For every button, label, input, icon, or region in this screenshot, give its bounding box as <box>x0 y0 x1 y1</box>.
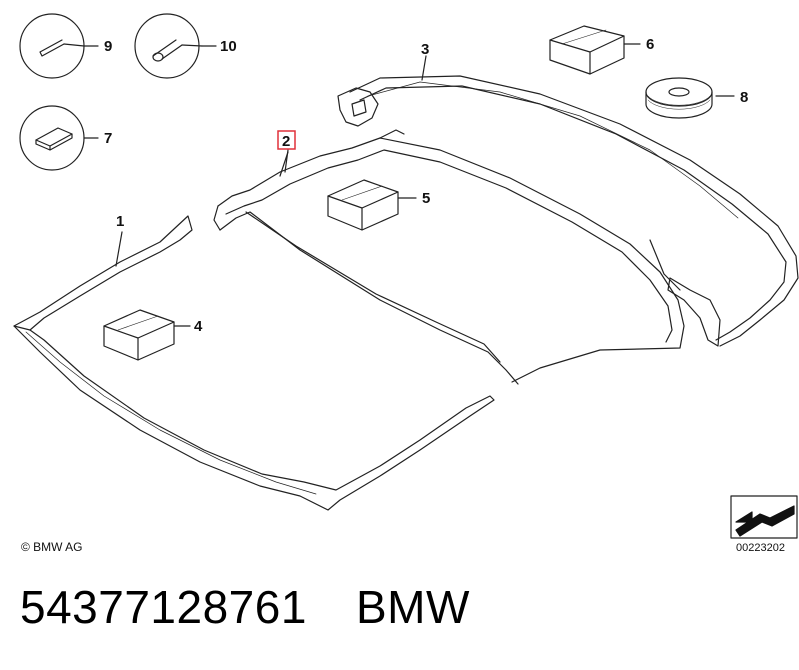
part-2-front-frame <box>213 129 685 385</box>
part-7-circle <box>19 105 99 171</box>
callout-9: 9 <box>104 38 112 55</box>
part-10-circle <box>134 13 217 79</box>
part-3-seal-frame <box>337 55 799 347</box>
callout-1: 1 <box>116 213 124 230</box>
copyright-label: © BMW AG <box>21 540 83 554</box>
direction-arrow-icon <box>730 495 798 539</box>
brand-name: BMW <box>356 581 470 633</box>
callout-2-leader <box>284 149 289 173</box>
part-9-circle <box>19 13 99 79</box>
callout-10: 10 <box>220 38 237 55</box>
diagram-id-label: 00223202 <box>736 542 785 554</box>
part-1-seal <box>13 215 495 511</box>
part-number: 54377128761 <box>20 581 307 633</box>
part-6-box <box>549 25 641 75</box>
callout-7: 7 <box>104 130 112 147</box>
part-4-box <box>103 309 191 361</box>
callout-4: 4 <box>194 318 203 335</box>
callout-2-highlight <box>277 130 296 150</box>
callout-6: 6 <box>646 36 654 53</box>
callout-2: 2 <box>282 133 290 150</box>
callout-5: 5 <box>422 190 430 207</box>
part-8-tape-roll <box>645 77 735 119</box>
part-5-box <box>327 179 417 231</box>
callout-3: 3 <box>421 41 429 58</box>
callout-8: 8 <box>740 89 748 106</box>
